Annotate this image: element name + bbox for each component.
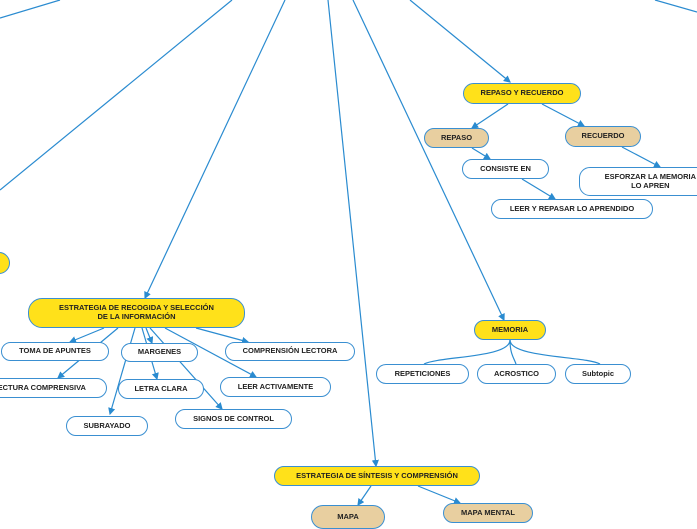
- connector-memoria-repeticiones: [423, 339, 511, 365]
- connector-rec-margenes: [145, 327, 154, 345]
- node-estrategia-sintesis[interactable]: ESTRATEGIA DE SÍNTESIS Y COMPRENSIÓN: [274, 466, 480, 486]
- node-repeticiones[interactable]: REPETICIONES: [376, 364, 469, 384]
- node-mapa[interactable]: MAPA: [311, 505, 385, 529]
- node-toma-de-apuntes[interactable]: TOMA DE APUNTES: [1, 342, 109, 361]
- connector-rr-recuerdo: [541, 103, 586, 127]
- connector-root-left: [0, 0, 61, 19]
- connector-rr-repaso: [471, 103, 509, 129]
- connector-rec-signos: [149, 327, 223, 410]
- connector-recuerdo-esforzar: [621, 146, 662, 168]
- connector-sin-mapamental: [417, 485, 462, 505]
- connector-root-recogida: [144, 0, 286, 300]
- connector-rec-subrayado: [108, 327, 136, 416]
- node-estrategia-recogida[interactable]: ESTRATEGIA DE RECOGIDA Y SELECCIÓN DE LA…: [28, 298, 245, 328]
- connector-rec-leer: [164, 327, 258, 378]
- connector-root-offleft: [0, 0, 233, 191]
- node-lectura-comprensiva[interactable]: LECTURA COMPRENSIVA: [0, 378, 107, 398]
- node-acrostico[interactable]: ACROSTICO: [477, 364, 556, 384]
- connector-repaso-consiste: [471, 147, 492, 160]
- node-subrayado[interactable]: SUBRAYADO: [66, 416, 148, 436]
- connector-rec-comprension: [195, 327, 250, 344]
- node-esforzar-memoria[interactable]: ESFORZAR LA MEMORIA LO APREN: [579, 167, 697, 196]
- node-consiste-en[interactable]: CONSISTE EN: [462, 159, 549, 179]
- node-recuerdo[interactable]: RECUERDO: [565, 126, 641, 147]
- node-repaso[interactable]: REPASO: [424, 128, 489, 148]
- node-signos-de-control[interactable]: SIGNOS DE CONTROL: [175, 409, 292, 429]
- connector-rec-toma: [68, 327, 105, 344]
- node-comprension-lectora[interactable]: COMPRENSIÓN LECTORA: [225, 342, 355, 361]
- node-mapa-mental[interactable]: MAPA MENTAL: [443, 503, 533, 523]
- connector-sin-mapa: [357, 485, 372, 506]
- node-memoria[interactable]: MEMORIA: [474, 320, 546, 340]
- connector-memoria-acrostico: [509, 339, 517, 365]
- connector-memoria-subtopic: [509, 339, 601, 365]
- node-letra-clara[interactable]: LETRA CLARA: [118, 379, 204, 399]
- node-leer-y-repasar[interactable]: LEER Y REPASAR LO APRENDIDO: [491, 199, 653, 219]
- node-subtopic[interactable]: Subtopic: [565, 364, 631, 384]
- connector-root-right: [654, 0, 697, 13]
- connector-root-memoria: [352, 0, 505, 322]
- connector-consiste-leer: [521, 178, 557, 200]
- connector-root-repaso: [409, 0, 511, 83]
- node-leer-activamente[interactable]: LEER ACTIVAMENTE: [220, 377, 331, 397]
- connector-root-sintesis: [327, 0, 379, 468]
- node-margenes[interactable]: MARGENES: [121, 343, 198, 362]
- node-repaso-y-recuerdo[interactable]: REPASO Y RECUERDO: [463, 83, 581, 104]
